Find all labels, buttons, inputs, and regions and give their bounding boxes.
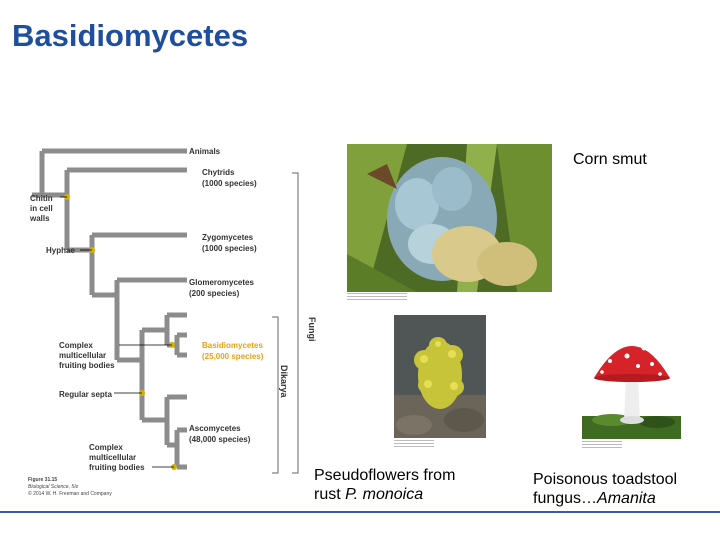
taxon-ascomycetes: Ascomycetes bbox=[189, 424, 241, 433]
toadstool-credit bbox=[582, 441, 622, 449]
figure-number: Figure 31.15 bbox=[28, 477, 57, 483]
bottom-rule bbox=[0, 511, 720, 513]
dikarya-label: Dikarya bbox=[279, 365, 289, 399]
slide-title: Basidiomycetes bbox=[12, 18, 249, 53]
toadstool-caption-line2: fungus…Amanita bbox=[533, 489, 677, 508]
pseudoflowers-credit bbox=[394, 440, 434, 448]
trait-complex-b-1: Complex bbox=[59, 341, 93, 350]
corn-smut-credit bbox=[347, 293, 407, 301]
dikarya-bracket bbox=[272, 316, 279, 474]
taxon-ascomycetes-count: (48,000 species) bbox=[189, 435, 251, 444]
trait-chitin-1: Chitin bbox=[30, 194, 53, 203]
taxon-chytrids-count: (1000 species) bbox=[202, 179, 257, 188]
taxon-chytrids: Chytrids bbox=[202, 168, 235, 177]
taxon-basidiomycetes: Basidiomycetes bbox=[202, 341, 263, 350]
pseudoflowers-image bbox=[394, 315, 486, 438]
pseudoflowers-caption-line2: rust P. monoica bbox=[314, 485, 455, 504]
taxon-basidiomycetes-count: (25,000 species) bbox=[202, 352, 264, 361]
pseudoflowers-caption-line1: Pseudoflowers from bbox=[314, 467, 456, 484]
taxon-zygomycetes: Zygomycetes bbox=[202, 233, 254, 242]
toadstool-caption-species: Amanita bbox=[597, 490, 656, 507]
trait-chitin-2: in cell bbox=[30, 204, 53, 213]
pseudoflowers-photo bbox=[394, 315, 486, 438]
toadstool-image bbox=[582, 316, 681, 439]
trait-complex-a-2: multicellular bbox=[89, 453, 136, 462]
pseudoflowers-caption-species: P. monoica bbox=[345, 486, 424, 503]
fungi-bracket bbox=[292, 172, 299, 474]
trait-complex-a-1: Complex bbox=[89, 443, 123, 452]
phylogenetic-tree: Animals Chytrids (1000 species) Zygomyce… bbox=[28, 147, 317, 497]
taxon-animals: Animals bbox=[189, 147, 221, 156]
trait-leaders bbox=[60, 196, 174, 468]
toadstool-caption: Poisonous toadstool fungus…Amanita bbox=[533, 470, 677, 508]
figure-book: Biological Science, 5/e bbox=[28, 484, 79, 490]
taxon-glomeromycetes: Glomeromycetes bbox=[189, 278, 254, 287]
toadstool-photo bbox=[582, 316, 681, 439]
figure-copyright: © 2014 W. H. Freeman and Company bbox=[28, 490, 112, 497]
trait-complex-a-3: fruiting bodies bbox=[89, 463, 145, 472]
trait-chitin-3: walls bbox=[29, 214, 50, 223]
toadstool-caption-prefix: fungus… bbox=[533, 490, 598, 507]
trait-hyphae: Hyphae bbox=[46, 246, 75, 255]
toadstool-caption-line1: Poisonous toadstool bbox=[533, 471, 678, 488]
tree-branches bbox=[32, 148, 187, 470]
taxon-zygomycetes-count: (1000 species) bbox=[202, 244, 257, 253]
pseudoflowers-caption-prefix: rust bbox=[314, 486, 346, 503]
corn-smut-photo bbox=[347, 144, 552, 292]
fungi-label: Fungi bbox=[307, 317, 317, 342]
pseudoflowers-caption: Pseudoflowers from rust P. monoica bbox=[314, 466, 455, 504]
trait-complex-b-3: fruiting bodies bbox=[59, 361, 115, 370]
trait-complex-b-2: multicellular bbox=[59, 351, 106, 360]
corn-smut-caption: Corn smut bbox=[573, 151, 647, 168]
corn-smut-image bbox=[347, 144, 552, 292]
trait-septa: Regular septa bbox=[59, 390, 112, 399]
taxon-glomeromycetes-count: (200 species) bbox=[189, 289, 240, 298]
